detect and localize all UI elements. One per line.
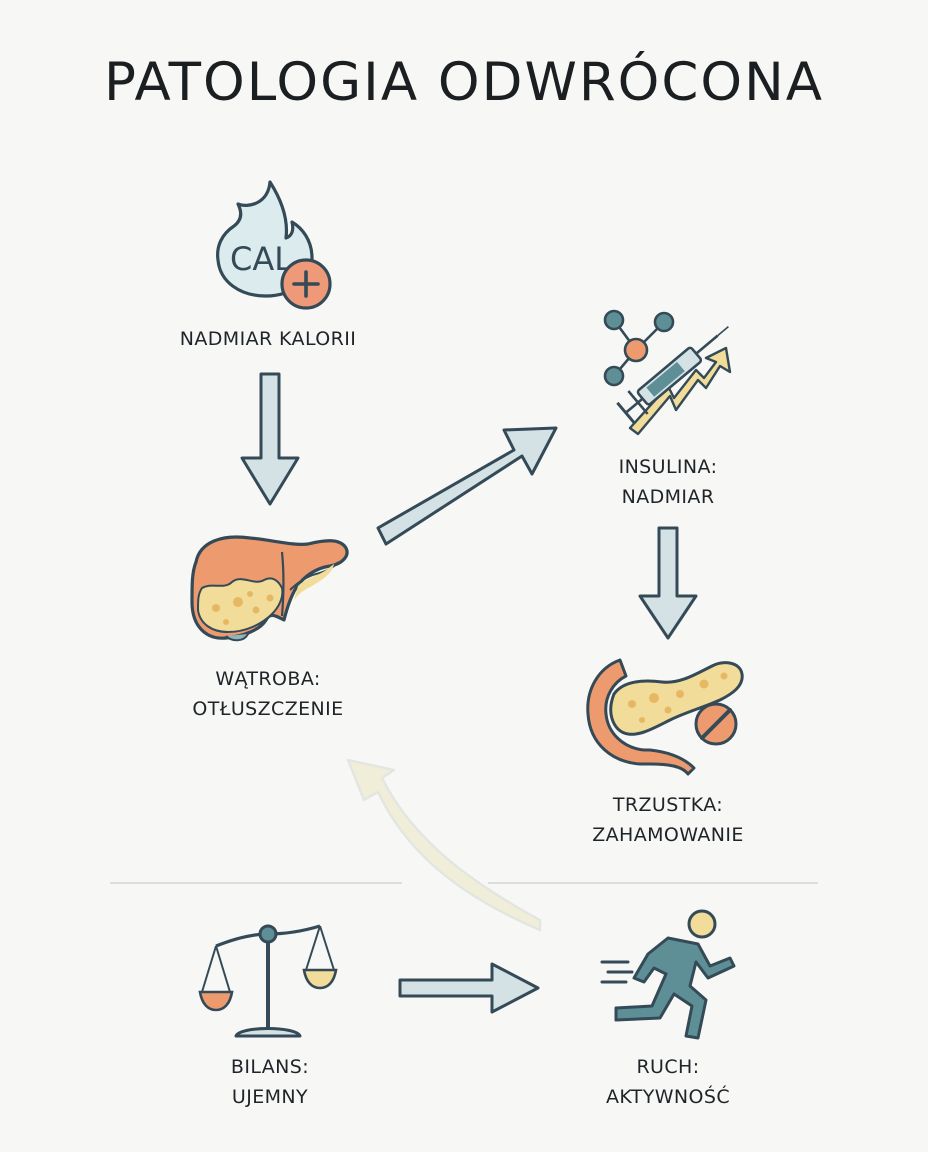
pancreas-label-line2: ZAHAMOWANIE (592, 824, 744, 846)
insulin-label-line1: INSULINA: (618, 456, 718, 478)
node-calories-label: NADMIAR KALORII (118, 324, 418, 354)
fatty-liver-icon (190, 535, 349, 642)
movement-label-line2: AKTYWNOŚĆ (605, 1086, 731, 1108)
node-movement-label: RUCH: AKTYWNOŚĆ (518, 1052, 818, 1112)
calories-label-text: NADMIAR KALORII (179, 328, 357, 350)
node-balance-label: BILANS: UJEMNY (120, 1052, 420, 1112)
runner-icon (600, 909, 736, 1040)
liver-label-line2: OTŁUSZCZENIE (192, 698, 344, 720)
pancreas-label-line1: TRZUSTKA: (612, 794, 724, 816)
page-title: PATOLOGIA ODWRÓCONA (103, 52, 825, 113)
divider-line-right (488, 882, 818, 884)
node-liver-label: WĄTROBA: OTŁUSZCZENIE (118, 664, 418, 724)
node-insulin-label: INSULINA: NADMIAR (518, 452, 818, 512)
molecule-syringe-trend-icon (603, 309, 732, 436)
arrow-balance-to-movement (398, 962, 540, 1014)
insulin-label-line2: NADMIAR (621, 486, 715, 508)
balance-label-line1: BILANS: (230, 1056, 310, 1078)
divider-line-left (110, 882, 402, 884)
balance-label-line2: UJEMNY (231, 1086, 309, 1108)
calorie-icon-text: CAL (230, 240, 292, 278)
arrow-calories-to-liver (240, 372, 300, 506)
liver-label-line1: WĄTROBA: (215, 668, 321, 690)
movement-label-line1: RUCH: (636, 1056, 700, 1078)
node-pancreas-label: TRZUSTKA: ZAHAMOWANIE (518, 790, 818, 850)
flame-calorie-plus-icon: CAL (216, 180, 332, 310)
pancreas-blocked-icon (586, 658, 744, 776)
arrow-insulin-to-pancreas (638, 526, 698, 640)
scale-icon (198, 924, 338, 1038)
